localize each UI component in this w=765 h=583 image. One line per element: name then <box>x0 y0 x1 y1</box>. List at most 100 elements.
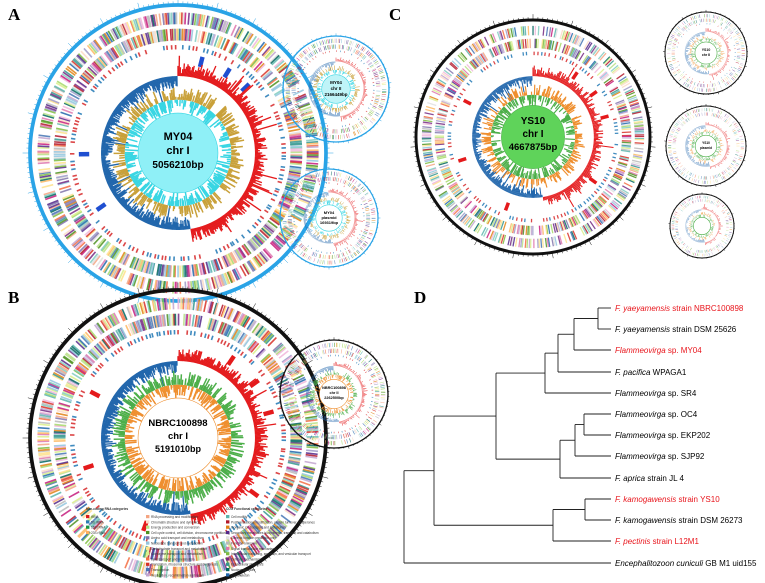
map-c-chr2-gc-skew <box>684 28 731 80</box>
tree-tip-label: Flammeovirga sp. SR4 <box>615 389 697 398</box>
map-a-small2-size: 169319bp <box>320 220 339 225</box>
map-c-name: YS10 <box>521 116 546 127</box>
map-c-chr2-gc-content <box>687 36 725 71</box>
legend-rna-label: tRNA <box>91 515 99 519</box>
map-c-main-label: YS10 chr I 4667875bp <box>509 116 558 153</box>
map-c-chr1-gene-track-1 <box>421 25 645 249</box>
map-c-chr2 <box>662 9 749 95</box>
map-a-chr2-gc-skew <box>308 57 368 122</box>
legend-cog-label: Function unknown <box>231 542 257 546</box>
map-c-chr2-ticks <box>662 9 749 95</box>
map-b-chr2-gc-skew <box>305 361 368 426</box>
map-a-small2-label: MY04 plasmid 169319bp <box>320 210 339 225</box>
legend-cog-label: Secondary metabolites biosynthesis, tran… <box>231 531 319 535</box>
map-a-chr2-gene-track-2 <box>291 44 381 134</box>
legend-cog-label: Amino acid transport and metabolism <box>151 536 204 540</box>
map-a-chr1-gene-track-2 <box>53 28 303 278</box>
legend-cog-label: Nuclear structure <box>231 568 255 572</box>
map-c-plasmid2-center-disc <box>693 217 711 235</box>
map-a-small1-label: MY04 chr II 2166449bp <box>324 80 347 97</box>
legend-rna-swatch <box>86 525 90 529</box>
tree-tip-label: F. aprica strain JL 4 <box>615 474 684 483</box>
map-c-plasmid-ticks <box>664 104 747 187</box>
panel-label-b: B <box>8 288 19 307</box>
map-c-chr1-center-disc <box>501 105 565 169</box>
map-a-size: 5056210bp <box>152 160 203 171</box>
map-a-small2-name: MY04 <box>324 210 335 215</box>
legend-cog-label: Cytoskeleton <box>231 573 250 577</box>
legend-cog-swatch <box>226 536 230 540</box>
map-c-chr1-gene-track-3 <box>447 51 619 223</box>
legend-cog-label: Extracellular structures <box>231 563 264 567</box>
map-b-chr1-gc-content <box>111 370 245 505</box>
map-b-chr1-center-disc <box>137 397 219 479</box>
map-b-small-size: 2262500bp <box>324 396 344 400</box>
legend-cog-label: Carbohydrate transport and metabolism <box>151 547 208 551</box>
map-a-chr1-rrna-markers <box>78 56 251 212</box>
map-a-plasmid-gene-track-2 <box>287 176 371 260</box>
legend-cog-label: Signal transduction mechanisms <box>231 547 277 551</box>
map-a-chr2-gene-track-3 <box>297 50 375 128</box>
legend-cog-swatch <box>146 541 150 545</box>
map-c-plasmid2-gene-track-2 <box>675 199 729 253</box>
map-c-plasmid-gene-track-1 <box>668 108 744 184</box>
legend-cog-swatch <box>226 552 230 556</box>
map-c-small2-name: YS10 <box>702 141 710 145</box>
map-a-chr1-center-disc <box>137 112 219 194</box>
tree-tip-label: Flammeovirga sp. MY04 <box>615 346 702 355</box>
legend-cog-label: Cell motility <box>231 515 248 519</box>
tree-tip-label: Flammeovirga sp. OC4 <box>615 410 698 419</box>
legend-cog-swatch <box>146 525 150 529</box>
tree-tip-label: F. kamogawensis strain DSM 26273 <box>615 516 743 525</box>
map-c-size: 4667875bp <box>509 142 558 153</box>
legend-cog-swatch <box>226 546 230 550</box>
legend-cog-swatch <box>226 573 230 577</box>
map-c-plasmid2-gc-skew <box>685 204 723 246</box>
legend-rna-swatch <box>86 515 90 519</box>
legend-cog-swatch <box>226 520 230 524</box>
map-a-chr2-center-disc <box>321 74 351 104</box>
legend-cog-label: Posttranslational modification, protein … <box>231 520 315 524</box>
map-c-chr1-gene-track-2 <box>434 38 632 236</box>
legend-cog-title: COG Functional categories <box>226 507 267 511</box>
legend-cog-label: Replication, recombination and repair <box>151 573 205 577</box>
legend-cog-label: Translation, ribosomal structure and bio… <box>151 563 218 567</box>
map-a-chr2 <box>281 33 392 144</box>
tree-tip-label: Flammeovirga sp. SJP92 <box>615 452 705 461</box>
map-a-plasmid-ticks <box>277 166 381 270</box>
legend-cog-label: Intracellular trafficking, secretion, an… <box>231 552 311 556</box>
map-a-chr2-gene-track-1 <box>285 38 387 140</box>
map-c-chr2-gene-track-1 <box>667 14 745 92</box>
map-c-plasmid2 <box>668 192 735 259</box>
panel-label-a: A <box>8 5 21 24</box>
map-a-plasmid-gene-track-3 <box>293 182 365 254</box>
legend-cog-swatch <box>226 515 230 519</box>
map-c-plasmid2-gc-content <box>687 211 716 241</box>
map-c-chr1-gc-content <box>480 84 585 189</box>
map-b-chr2-ticks <box>278 337 391 450</box>
map-a-plasmid-gc-content <box>308 197 351 240</box>
map-c-chr1-ticks <box>410 14 656 259</box>
map-b-chr2-gene-track-1 <box>282 342 386 446</box>
map-b-size: 5191010bp <box>155 444 202 454</box>
map-b-chr1 <box>22 282 334 583</box>
map-b-chr1-gene-track-3 <box>69 329 287 547</box>
tree-tip-label: F. pacifica WPAGA1 <box>615 368 687 377</box>
tree-tip-label: F. yaeyamensis strain NBRC100898 <box>615 304 744 313</box>
legend-cog-swatch <box>146 557 150 561</box>
legend-cog-label: Nucleotide transport and metabolism <box>151 542 203 546</box>
legend-cog-swatch <box>146 546 150 550</box>
map-a-small1-name: MY04 <box>330 80 342 85</box>
map-c-plasmid2-ticks <box>668 192 735 259</box>
map-c-chr1-rrna-markers <box>457 71 610 212</box>
map-c-chr1-gc-skew <box>472 65 614 208</box>
legend-cog-swatch <box>226 525 230 529</box>
map-a-plasmid-gc-skew <box>303 188 364 251</box>
legend: Non-coding RNA categories COG Functional… <box>86 507 319 577</box>
map-a-chr1-gene-track-3 <box>69 44 287 262</box>
map-c-chr1 <box>410 14 656 259</box>
map-a-small1-chr: chr II <box>331 86 342 91</box>
map-c-plasmid-gene-track-2 <box>672 112 740 180</box>
legend-cog-swatch <box>146 573 150 577</box>
